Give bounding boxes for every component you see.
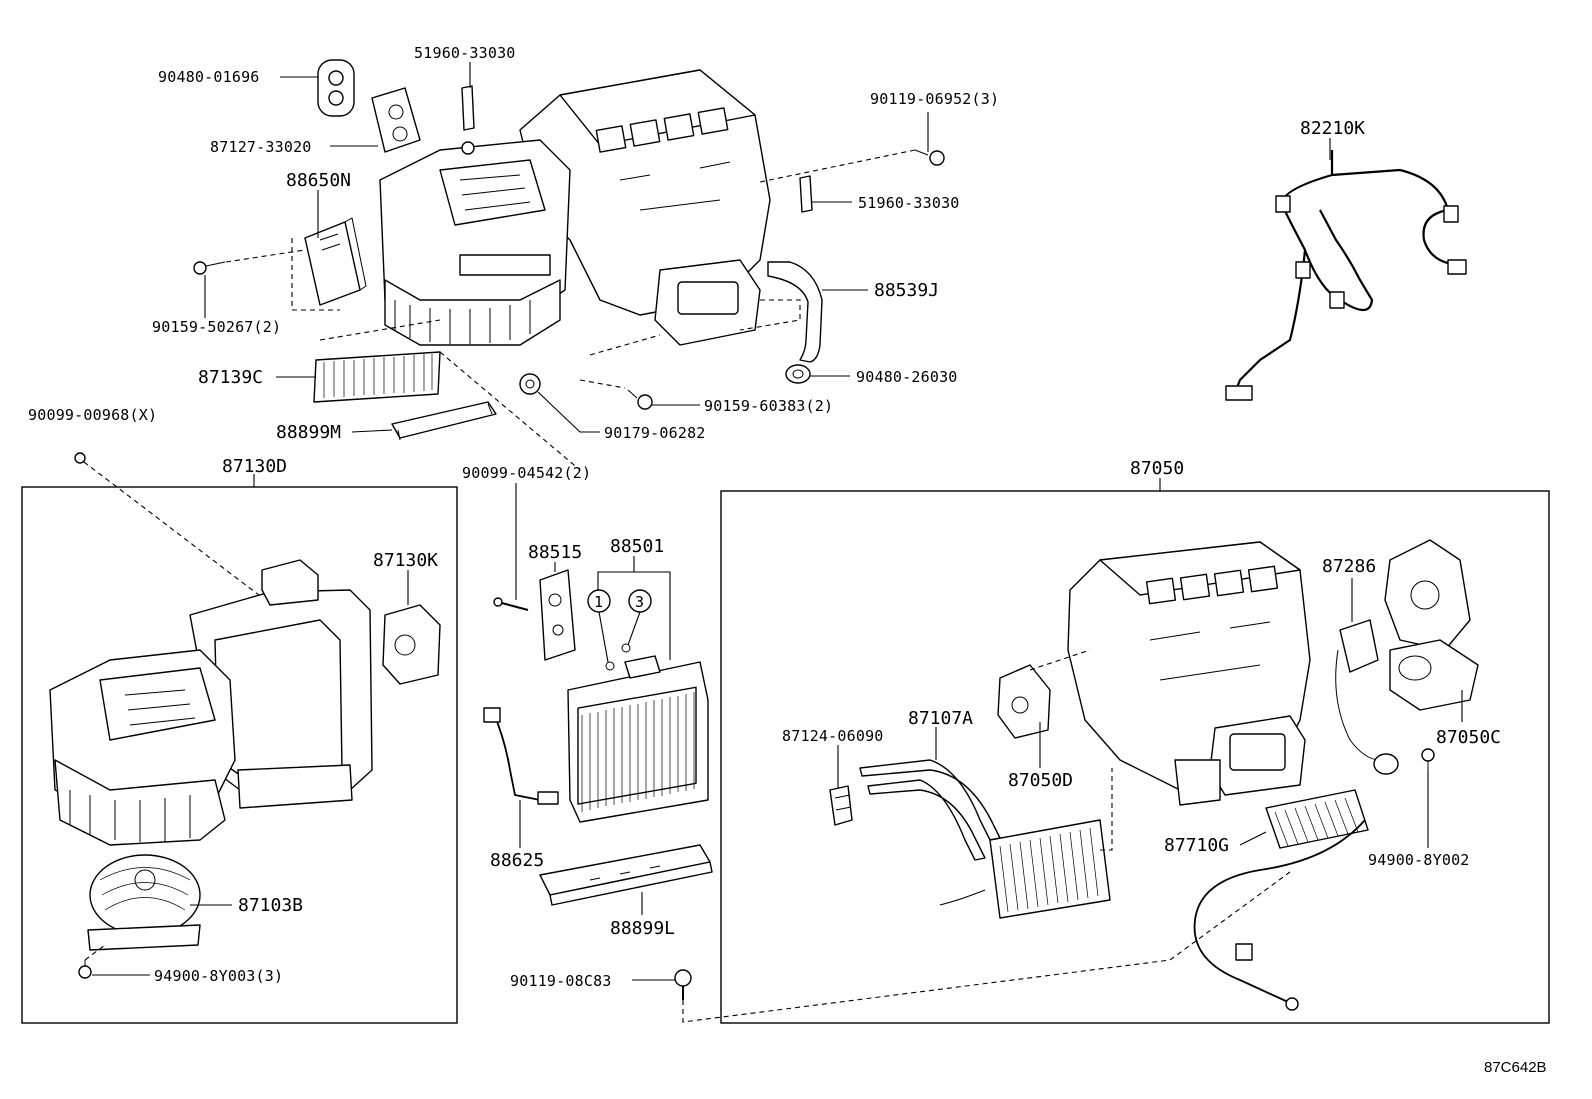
part-label-90099-04542: 90099-04542(2) <box>462 464 591 482</box>
blower-case-87130D <box>49 559 373 846</box>
group-box-87050 <box>720 490 1550 1024</box>
servo-motor-87130K <box>382 604 441 685</box>
seal-87127-33020 <box>371 87 421 153</box>
part-label-90119-06952: 90119-06952(3) <box>870 90 999 108</box>
bolt-90119-08C83 <box>674 969 692 1000</box>
thermistor-88625 <box>483 707 559 805</box>
ptc-heater-87710G <box>1265 789 1369 849</box>
part-label-51960-33030-top: 51960-33030 <box>414 44 516 62</box>
part-label-87710G: 87710G <box>1164 835 1229 856</box>
part-label-87050: 87050 <box>1130 458 1184 479</box>
part-label-90159-60383: 90159-60383(2) <box>704 397 833 415</box>
part-label-88515: 88515 <box>528 542 582 563</box>
filter-87139C <box>313 351 441 403</box>
heater-unit-87050 <box>1067 541 1311 806</box>
bolt-90099-04542 <box>493 597 529 611</box>
part-label-90099-00968: 90099-00968(X) <box>28 406 157 424</box>
part-label-87130D: 87130D <box>222 456 287 477</box>
part-label-88625: 88625 <box>490 850 544 871</box>
servo-motor-87050D <box>997 664 1051 739</box>
part-label-90119-08C83: 90119-08C83 <box>510 972 612 990</box>
clip-90099-00968 <box>74 452 86 464</box>
part-label-90159-50267: 90159-50267(2) <box>152 318 281 336</box>
evaporator-88501 <box>567 655 709 823</box>
clamp-87124-06090 <box>829 785 853 826</box>
part-label-87050C: 87050C <box>1436 727 1501 748</box>
cover-88899M <box>391 401 497 441</box>
part-label-88650N: 88650N <box>286 170 351 191</box>
group-box-87130D <box>21 486 458 1024</box>
part-label-87127-33020: 87127-33020 <box>210 138 312 156</box>
wire-harness-82210K <box>1225 150 1467 401</box>
heater-unit-top <box>379 69 771 346</box>
part-label-87103B: 87103B <box>238 895 303 916</box>
part-label-87107A: 87107A <box>908 708 973 729</box>
heater-core-87107A <box>859 759 1111 919</box>
part-label-88899L: 88899L <box>610 918 675 939</box>
label-tag-51960-33030-a <box>461 85 475 131</box>
part-label-87139C: 87139C <box>198 367 263 388</box>
expansion-valve-88515 <box>539 569 576 661</box>
circle-marker-1-text: 1 <box>594 593 603 611</box>
diagram-code: 87C642B <box>1484 1059 1547 1076</box>
grommet-90480-26030 <box>785 364 811 384</box>
cover-88899L <box>539 844 713 906</box>
drain-hose-88539J <box>767 261 823 363</box>
label-tag-51960-33030-b <box>799 175 813 213</box>
nut-90179-06282 <box>519 373 541 395</box>
wire-harness-87050 <box>1193 819 1366 1011</box>
part-label-90480-01696: 90480-01696 <box>158 68 260 86</box>
blower-motor-87103B <box>87 854 201 951</box>
part-label-94900-8Y003: 94900-8Y003(3) <box>154 967 283 985</box>
part-label-51960-33030-right: 51960-33030 <box>858 194 960 212</box>
part-label-87130K: 87130K <box>373 550 438 571</box>
part-label-90179-06282: 90179-06282 <box>604 424 706 442</box>
part-label-88539J: 88539J <box>874 280 939 301</box>
circle-marker-3-text: 3 <box>635 593 644 611</box>
part-label-87286: 87286 <box>1322 556 1376 577</box>
part-label-82210K: 82210K <box>1300 118 1365 139</box>
screw-90159-60383 <box>627 389 653 410</box>
screw-90159-50267 <box>193 261 226 275</box>
part-label-87124-06090: 87124-06090 <box>782 727 884 745</box>
blower-87050C <box>1384 539 1479 711</box>
amplifier-88650N <box>304 217 367 306</box>
part-label-88899M: 88899M <box>276 422 341 443</box>
part-label-94900-8Y002: 94900-8Y002 <box>1368 851 1470 869</box>
grommet-90480-01696 <box>317 59 355 117</box>
screw-94900-8Y003 <box>78 960 92 979</box>
screw-94900-8Y002 <box>1421 748 1435 770</box>
part-label-88501: 88501 <box>610 536 664 557</box>
motor-87286 <box>1335 619 1399 775</box>
part-label-90480-26030: 90480-26030 <box>856 368 958 386</box>
screw-90119-06952 <box>914 149 945 166</box>
part-label-87050D: 87050D <box>1008 770 1073 791</box>
